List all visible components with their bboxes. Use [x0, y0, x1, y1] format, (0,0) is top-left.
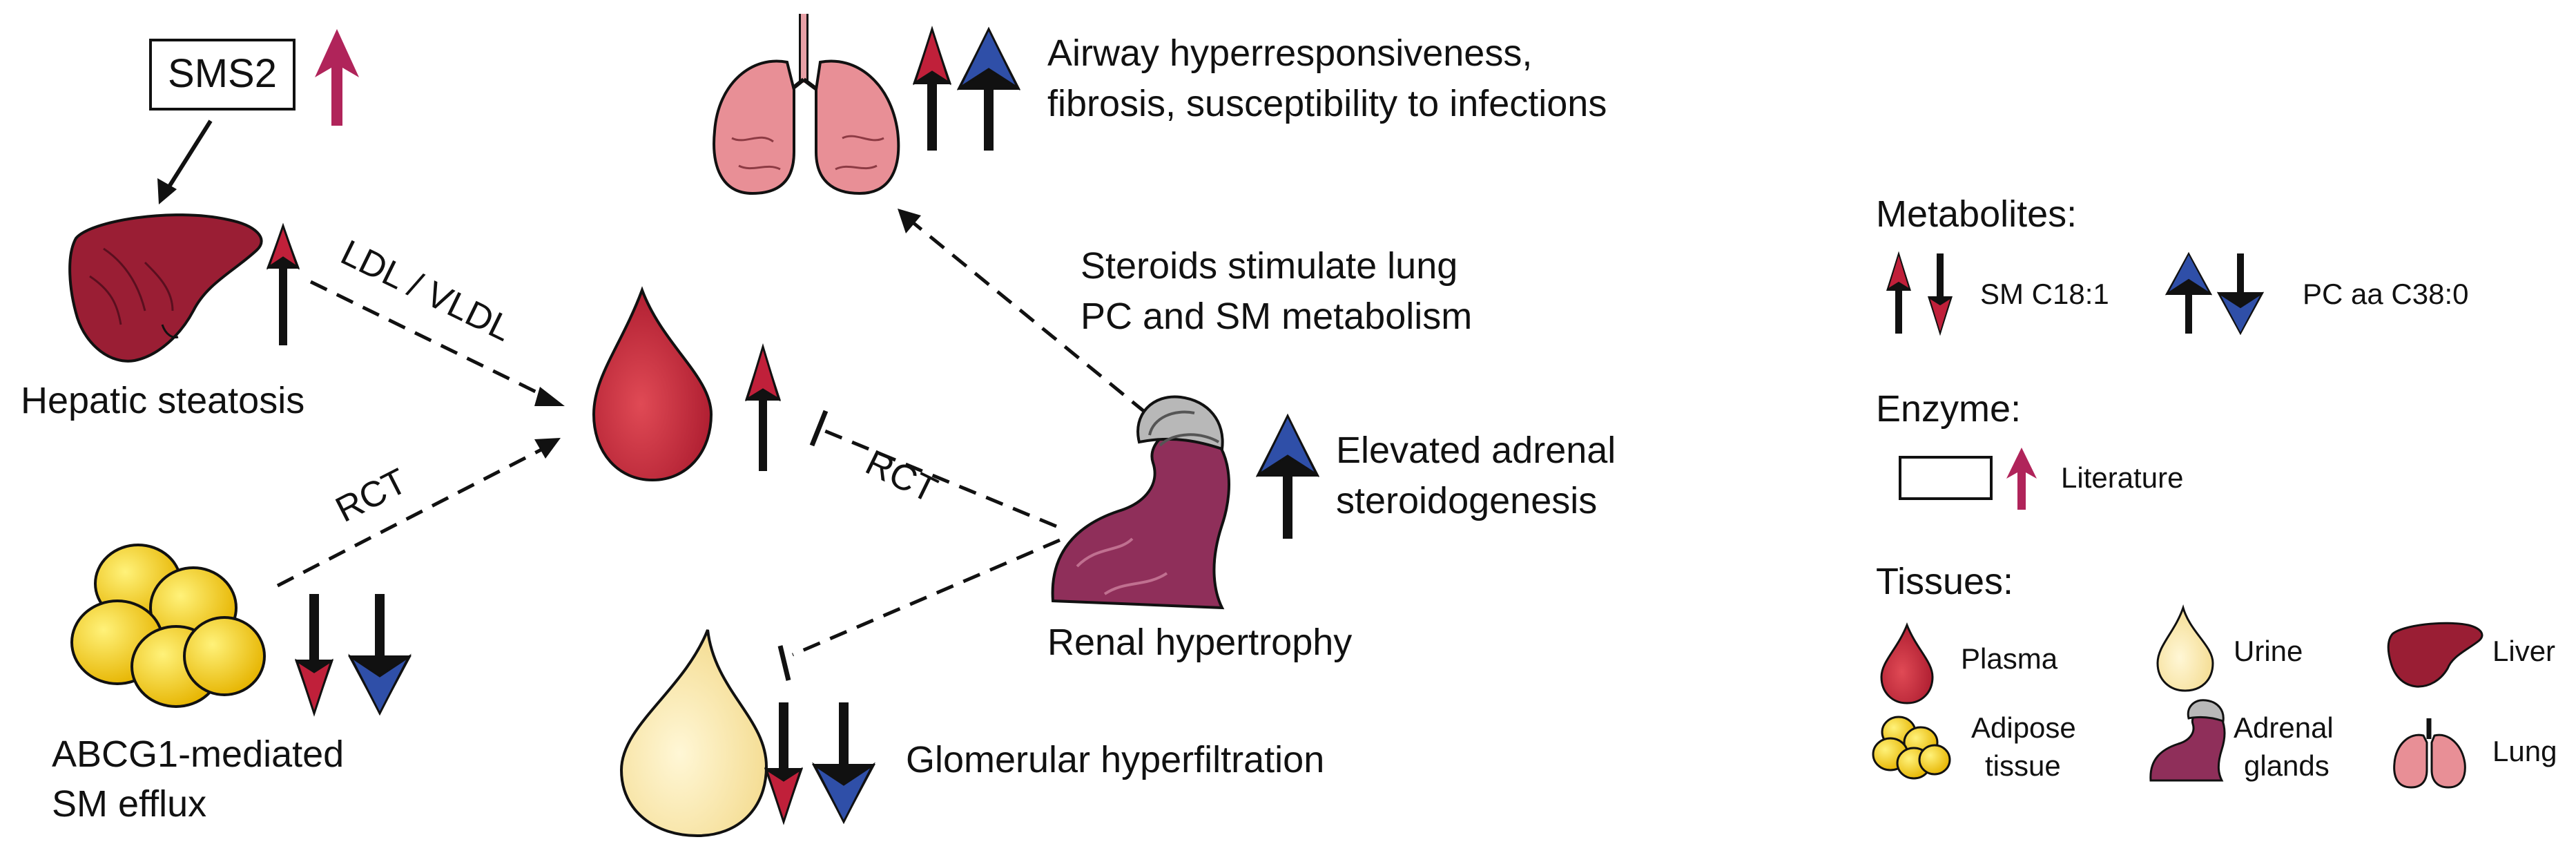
sms2-label: SMS2	[168, 51, 277, 96]
plasma-sm-up-arrow	[745, 343, 781, 471]
steroids-caption-line1: Steroids stimulate lung	[1081, 245, 1458, 287]
legend-plasma-label: Plasma	[1961, 642, 2058, 675]
urine-caption: Glomerular hyperfiltration	[906, 739, 1324, 780]
legend-pc-label: PC aa C38:0	[2303, 278, 2468, 310]
legend-adrenal-label-line2: glands	[2244, 749, 2330, 782]
lung-caption-line2: fibrosis, susceptibility to infections	[1047, 83, 1607, 124]
adipose-pc-down-arrow	[348, 594, 411, 716]
legend-metabolites-title: Metabolites:	[1876, 193, 2077, 235]
liver-caption: Hepatic steatosis	[21, 380, 304, 421]
legend-lung-icon	[2393, 718, 2466, 789]
rct-right-label: RCT	[860, 443, 943, 511]
liver-sm-up-arrow	[267, 222, 300, 345]
adrenal-caption-line2: steroidogenesis	[1336, 480, 1597, 521]
rct-adipose-flow-arrow	[276, 438, 561, 588]
legend-literature-label: Literature	[2061, 461, 2183, 494]
sms2-enzyme-box: SMS2	[149, 39, 296, 111]
steroids-caption-line2: PC and SM metabolism	[1081, 296, 1472, 337]
urine-pc-down-arrow	[812, 702, 875, 825]
adrenal-kidney-icon	[1051, 395, 1230, 610]
legend-pc-down-arrow	[2217, 253, 2264, 336]
legend-adipose-label-line1: Adipose	[1971, 711, 2076, 744]
legend-adipose-icon	[1872, 716, 1951, 780]
legend-sm-down-arrow	[1928, 253, 1953, 336]
legend: Metabolites: SM C18:1 PC aa C38:0 Enzyme…	[1872, 193, 2557, 789]
legend-adrenal-label-line1: Adrenal	[2234, 711, 2334, 744]
urine-sm-down-arrow	[764, 702, 803, 825]
legend-enzyme-box	[1899, 456, 1993, 500]
rct-adrenal-inhibition-line	[809, 410, 1057, 528]
rct-left-label: RCT	[329, 461, 414, 530]
liver-icon	[68, 213, 263, 363]
adipose-sm-down-arrow	[295, 594, 333, 717]
legend-liver-label: Liver	[2492, 635, 2555, 667]
adrenal-pc-up-arrow	[1256, 413, 1319, 539]
lung-sm-up-arrow	[913, 26, 951, 151]
legend-adrenal-icon	[2149, 699, 2226, 782]
legend-enzyme-title: Enzyme:	[1876, 388, 2021, 430]
sms2-to-liver-arrow	[157, 119, 213, 204]
legend-liver-icon	[2387, 622, 2483, 688]
legend-sm-label: SM C18:1	[1980, 278, 2109, 310]
ldl-vldl-label: LDL / VLDL	[335, 233, 518, 349]
lung-caption-line1: Airway hyperresponsiveness,	[1047, 32, 1532, 74]
legend-urine-icon	[2156, 604, 2214, 692]
legend-pc-up-arrow	[2165, 251, 2212, 334]
ldl-vldl-flow-arrow	[309, 280, 565, 406]
legend-urine-label: Urine	[2234, 635, 2303, 667]
legend-sm-up-arrow	[1886, 251, 1911, 334]
legend-adipose-label-line2: tissue	[1985, 749, 2061, 782]
legend-plasma-icon	[1880, 622, 1934, 704]
sms2-literature-arrow	[315, 29, 359, 126]
legend-lung-label: Lung	[2492, 735, 2557, 767]
adipose-caption-line2: SM efflux	[52, 783, 206, 825]
legend-literature-arrow	[2006, 448, 2037, 510]
lung-pc-up-arrow	[957, 26, 1020, 151]
adrenal-caption-line1: Elevated adrenal	[1336, 430, 1616, 471]
plasma-drop-icon	[592, 286, 713, 482]
steroids-to-lung-arrow	[898, 209, 1147, 414]
adrenal-urine-inhibition-line	[777, 538, 1061, 681]
urine-drop-icon	[619, 629, 768, 838]
legend-tissues-title: Tissues:	[1876, 561, 2013, 602]
adipose-caption-line1: ABCG1-mediated	[52, 733, 344, 775]
lung-icon	[713, 14, 900, 195]
adipose-icon	[70, 544, 266, 708]
kidney-caption: Renal hypertrophy	[1047, 622, 1352, 663]
